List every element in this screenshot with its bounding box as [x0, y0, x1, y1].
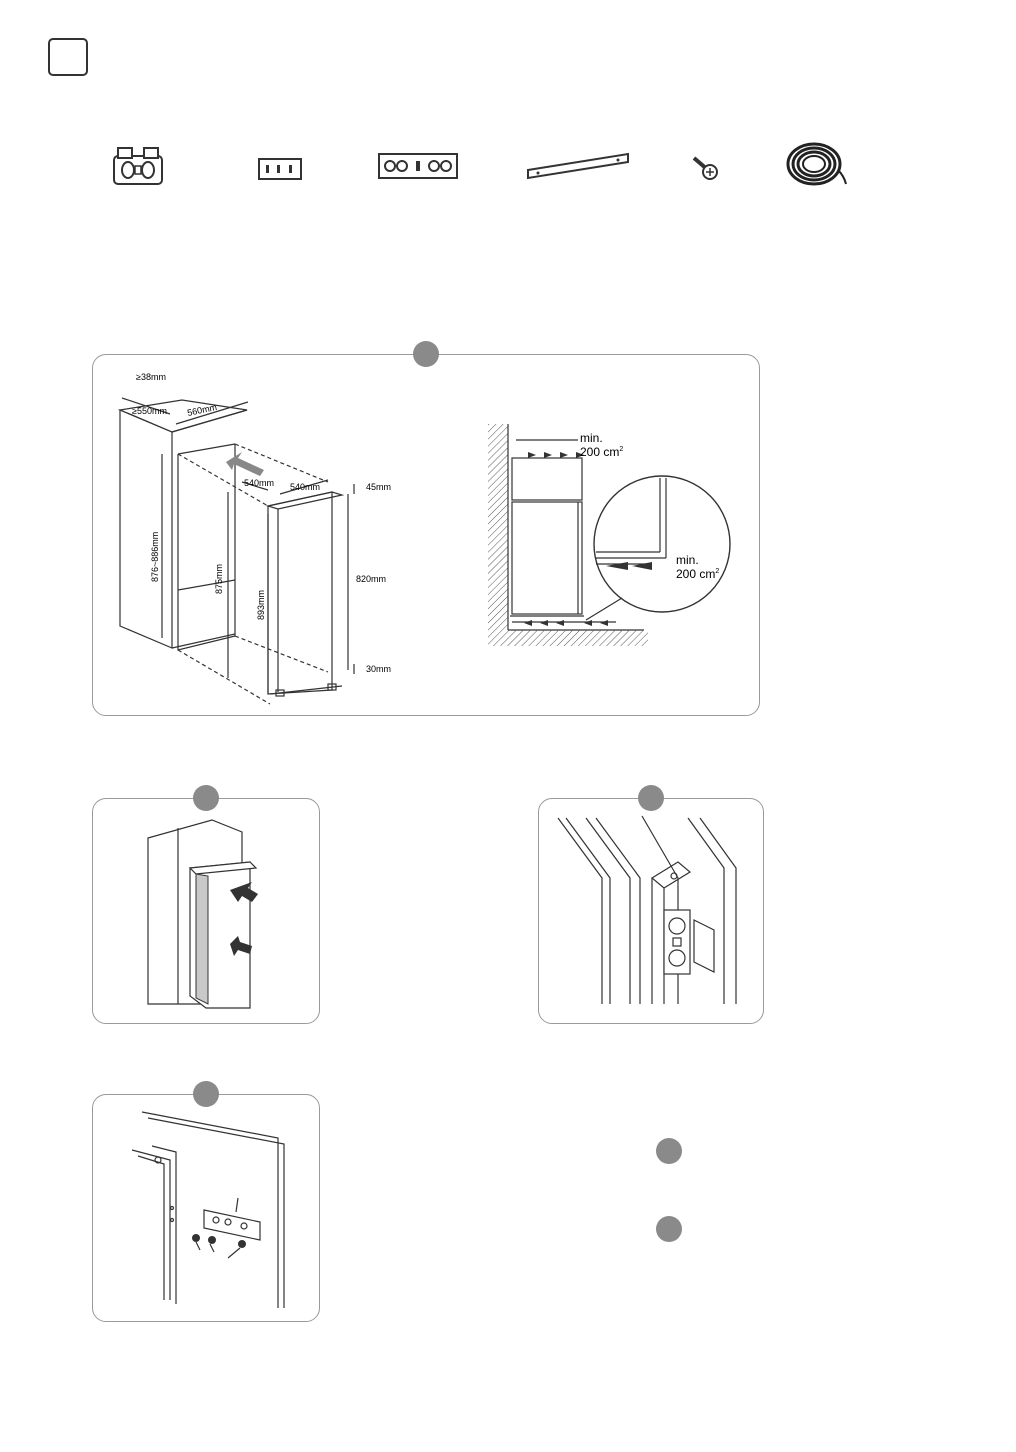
- vent-top-area-label: 200 cm2: [580, 445, 623, 459]
- dim-appliance-height: 875mm: [214, 564, 224, 594]
- cover-strip-icon: [524, 148, 632, 184]
- screw-icon: [690, 152, 720, 182]
- dim-total-height: 893mm: [256, 590, 266, 620]
- door-bracket-strip-icon: [376, 150, 460, 182]
- dim-appliance-width: 540mm: [244, 478, 274, 488]
- vent-bottom-min-label: min.: [676, 553, 699, 567]
- dim-cabinet-depth: ≥550mm: [132, 406, 167, 416]
- dim-bottom-clearance: 30mm: [366, 664, 391, 674]
- dim-top-clearance: 45mm: [366, 482, 391, 492]
- dim-appliance-depth: 540mm: [290, 482, 320, 492]
- hinge-bracket-diagram: [538, 798, 764, 1024]
- step-badge-6: [656, 1216, 682, 1242]
- door-bracket-diagram: [92, 1094, 320, 1322]
- dim-door-height: 820mm: [356, 574, 386, 584]
- language-box: [48, 38, 88, 76]
- step-badge-5: [656, 1138, 682, 1164]
- vent-top-min-label: min.: [580, 431, 603, 445]
- sealing-strip-diagram: [92, 798, 320, 1024]
- vent-bottom-area-label: 200 cm2: [676, 567, 719, 581]
- niche-dimensions-diagram: ≥38mm ≥550mm 560mm 540mm 540mm 45mm 876~…: [92, 354, 760, 716]
- hinge-bracket-icon: [108, 142, 168, 190]
- small-plate-icon: [256, 156, 304, 182]
- dim-niche-height: 876~886mm: [150, 532, 160, 582]
- dim-gap-top: ≥38mm: [136, 372, 166, 382]
- sealing-tape-roll-icon: [784, 140, 848, 190]
